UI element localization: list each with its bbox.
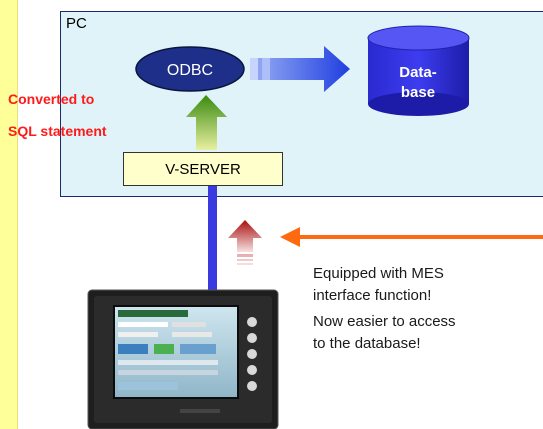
conversion-label-line2: SQL statement [8, 123, 107, 139]
connection-line [208, 186, 217, 296]
green-up-arrow-icon [186, 95, 227, 150]
hmi-touch-panel-image [87, 289, 279, 429]
odbc-node: ODBC [135, 46, 245, 92]
note-line-4: to the database! [313, 335, 421, 352]
orange-pointer-arrow-icon [280, 227, 543, 247]
v-server-box: V-SERVER [123, 152, 283, 186]
odbc-label: ODBC [167, 62, 213, 79]
arrow-stripe-2 [262, 58, 270, 80]
note-line-1: Equipped with MES [313, 265, 444, 282]
database-label-line2: base [401, 84, 435, 101]
conversion-label-line1: Converted to [8, 91, 95, 107]
arrow-stripe-1 [250, 58, 258, 80]
red-up-arrow-icon [228, 220, 262, 265]
left-accent-stripe [0, 0, 18, 429]
database-cylinder-icon: Data- base [367, 25, 470, 116]
pc-label: PC [66, 15, 87, 32]
note-line-2: interface function! [313, 287, 432, 304]
database-label-line1: Data- [399, 64, 437, 81]
arrow-to-database-icon [250, 46, 350, 92]
v-server-label: V-SERVER [165, 160, 241, 178]
note-line-3: Now easier to access [313, 313, 456, 330]
